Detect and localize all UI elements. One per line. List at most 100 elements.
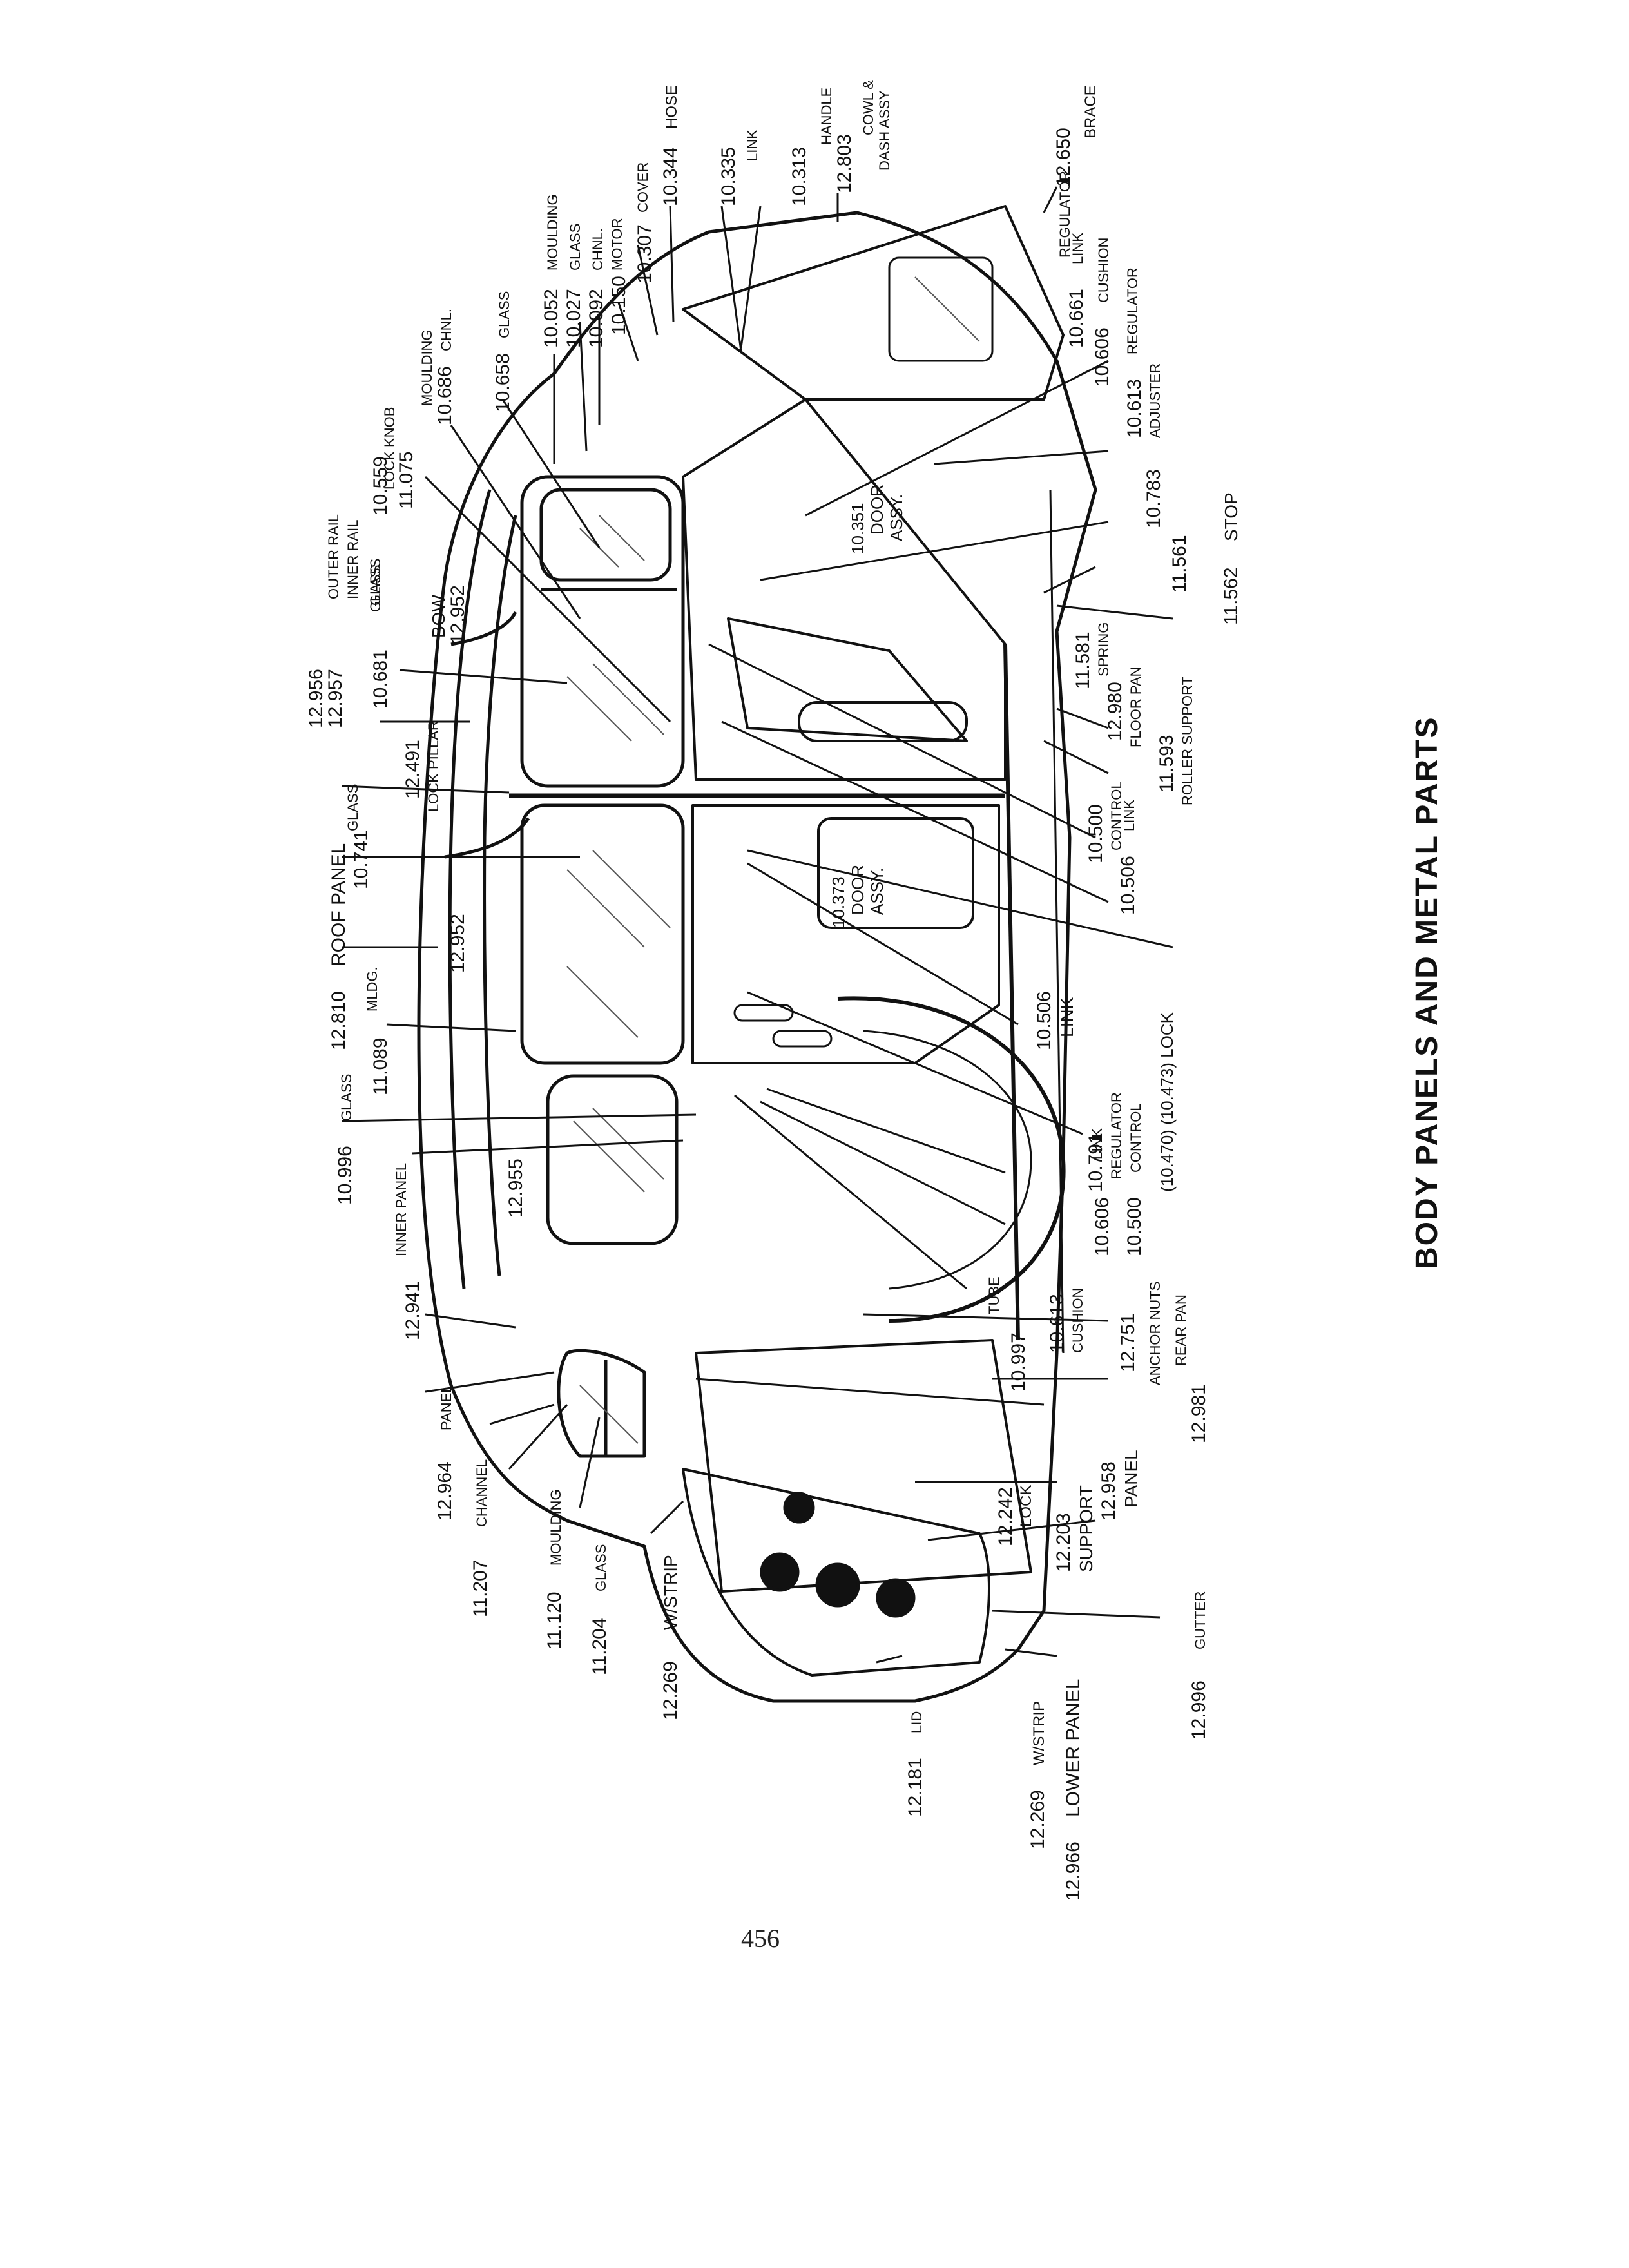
label-10681: 10.681 — [370, 649, 391, 709]
label-12952: 12.952 — [447, 585, 468, 644]
label-12242: 12.242 — [995, 1487, 1016, 1546]
label-12803-text-1: COWL & — [860, 80, 876, 135]
label-12955: 12.955 — [505, 1158, 526, 1218]
cowl-dash — [682, 205, 1065, 401]
body-outline — [417, 211, 1097, 1703]
label-12957: 12.957 — [325, 669, 346, 728]
label-12650-text: BRACE — [1082, 85, 1099, 139]
label-10150-text: MOTOR — [609, 218, 625, 271]
label-12751-text: ANCHOR NUTS — [1147, 1282, 1163, 1385]
label-12981: 12.981 — [1188, 1384, 1210, 1443]
rear-window — [557, 1349, 646, 1458]
label-12810-text: ROOF PANEL — [328, 843, 349, 966]
label-12981-text: REAR PAN — [1173, 1294, 1189, 1366]
roof-inner-rail — [483, 515, 517, 1276]
label-12964: 12.964 — [434, 1461, 456, 1521]
label-12996-text: GUTTER — [1192, 1591, 1208, 1649]
label-11207: 11.207 — [470, 1559, 491, 1617]
label-10783: 10.783 — [1143, 469, 1164, 528]
label-10613-text: CUSHION — [1070, 1288, 1086, 1353]
label-10613b-text: REGULATOR — [1124, 267, 1141, 354]
label-12269b-text: W/STRIP — [1030, 1701, 1048, 1765]
rear-pan — [695, 1339, 1032, 1593]
label-10506: 10.506 — [1034, 991, 1055, 1050]
label-10741-text: GLASS — [345, 784, 361, 831]
front-door-window-frame — [520, 475, 685, 788]
label-11089-text: MLDG. — [364, 966, 380, 1012]
label-12269b: 12.269 — [1027, 1790, 1048, 1849]
label-12957-text: INNER RAIL — [345, 520, 361, 599]
label-12810: 12.810 — [328, 991, 349, 1050]
front-door-inner-cutout — [727, 617, 968, 742]
trunk-lid — [682, 1468, 990, 1677]
label-10686-text: CHNL. — [438, 309, 454, 351]
label-10996-text: GLASS — [338, 1074, 354, 1121]
label-10052: 10.052 — [541, 289, 562, 348]
roof-bow — [444, 817, 530, 859]
label-12966: 12.966 — [1063, 1841, 1084, 1901]
label-10997: 10.997 — [1008, 1332, 1029, 1392]
label-10791-text: REGULATOR — [1108, 1092, 1124, 1179]
floor-pan-edge — [1003, 644, 1020, 1341]
trunk-hole-3 — [876, 1578, 916, 1618]
label-10606b: 10.606 — [1092, 327, 1113, 387]
label-12952b: 12.952 — [447, 914, 468, 973]
label-10373-code: 10.373 — [829, 876, 848, 928]
label-11562-text: STOP — [1221, 492, 1241, 541]
label-11204-text: GLASS — [593, 1544, 609, 1591]
label-12181: 12.181 — [905, 1758, 926, 1817]
label-11593: 11.593 — [1156, 735, 1177, 793]
label-10500: 10.500 — [1124, 1197, 1145, 1256]
label-10313-text: HANDLE — [818, 88, 834, 145]
label-12941: 12.941 — [402, 1281, 423, 1340]
label-11593-text: ROLLER SUPPORT — [1179, 677, 1195, 805]
label-10559-text: GLASS — [367, 559, 383, 606]
wheelhouse — [837, 996, 1066, 1323]
label-10344-text: HOSE — [663, 85, 680, 129]
label-12996: 12.996 — [1188, 1680, 1210, 1740]
label-12952-text: BOW — [429, 595, 448, 638]
label-12181-text: LID — [909, 1711, 925, 1733]
label-11207-text: CHANNEL — [474, 1459, 490, 1527]
label-12269: 12.269 — [660, 1661, 681, 1720]
rear-door-slot-2 — [772, 1030, 833, 1048]
rear-door-panel — [691, 804, 1000, 1064]
label-10500b: 10.500 — [1085, 804, 1106, 863]
glass-hatching — [566, 276, 980, 1444]
trunk-hole-1 — [760, 1552, 800, 1592]
rear-door-window-frame — [520, 803, 685, 1065]
label-10791: 10.791 — [1085, 1133, 1106, 1192]
label-11204: 11.204 — [589, 1617, 610, 1675]
callout-labels: 12.650 BRACE 12.803 COWL & DASH ASSY 10.… — [305, 80, 1444, 1901]
roof-outer-rail — [448, 489, 492, 1289]
label-10500-text: CONTROL — [1128, 1103, 1144, 1173]
label-10506b-text: LINK — [1121, 800, 1137, 831]
cowl-inner — [888, 256, 994, 362]
label-12966-text: LOWER PANEL — [1063, 1679, 1084, 1818]
page-title: BODY PANELS AND METAL PARTS — [1410, 716, 1444, 1270]
label-10686-text2: MOULDING — [419, 329, 435, 406]
label-10335-text: LINK — [744, 130, 760, 161]
label-11581: 11.581 — [1072, 631, 1094, 689]
label-12203: 12.203 — [1053, 1513, 1074, 1572]
label-12958-text: PANEL — [1121, 1450, 1141, 1508]
label-12803-text-2: DASH ASSY — [876, 90, 892, 171]
label-11075: 11.075 — [396, 451, 417, 509]
front-vent-window — [539, 488, 672, 582]
label-12491-text: LOCK PILLAR — [425, 720, 441, 812]
car-body-illustration — [417, 205, 1097, 1703]
label-10307: 10.307 — [634, 224, 655, 284]
wheelhouse-inner — [863, 1030, 1032, 1290]
label-10658: 10.658 — [492, 353, 514, 412]
label-10613: 10.613 — [1046, 1294, 1068, 1353]
label-12650: 12.650 — [1053, 128, 1074, 187]
label-10092: 10.092 — [586, 289, 607, 348]
label-12941-text: INNER PANEL — [393, 1163, 409, 1256]
label-lock: (10.470) (10.473) LOCK — [1157, 1012, 1177, 1192]
label-10335: 10.335 — [718, 147, 739, 206]
rear-door-slot-1 — [733, 1004, 794, 1022]
quarter-window — [546, 1074, 679, 1245]
label-10686: 10.686 — [434, 366, 456, 425]
